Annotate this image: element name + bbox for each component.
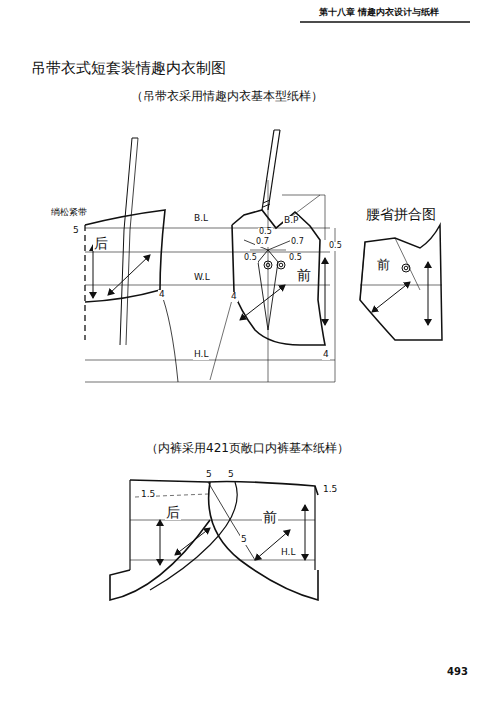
dimension: 0.7 — [255, 238, 270, 247]
heading: （内裤采用421页敞口内裤基本纸样） — [145, 442, 350, 455]
line-label: B.P — [283, 216, 299, 226]
line-label: H.L — [280, 548, 296, 558]
line-label: H.L — [193, 350, 209, 360]
heading: （吊带衣采用情趣内衣基本型纸样） — [130, 90, 324, 103]
piece-name: 前 — [296, 268, 312, 283]
page-title: 吊带衣式短套装情趣内衣制图 — [30, 60, 227, 77]
line-label: B.L — [193, 214, 209, 224]
heading: 腰省拼合图 — [365, 207, 437, 222]
dimension: 0.5 — [328, 242, 343, 251]
dimension: 0.5 — [243, 254, 258, 263]
dimension: 4 — [158, 290, 166, 300]
dimension: 5 — [240, 535, 248, 545]
dimension: 4 — [230, 292, 238, 302]
dimension: 1.5 — [322, 485, 338, 495]
piece-name: 后 — [93, 236, 109, 251]
dimension: 5 — [227, 470, 235, 480]
dimension: 5 — [72, 226, 80, 236]
dimension: 1.5 — [140, 490, 156, 500]
dimension: 0.5 — [288, 254, 303, 263]
line-label: W.L — [193, 273, 211, 283]
line-label: 绱松紧带 — [50, 208, 88, 218]
dimension: 0.5 — [258, 228, 273, 237]
line-label: 493 — [446, 666, 469, 677]
piece-name: 前 — [262, 510, 278, 525]
heading: 第十八章 情趣内衣设计与纸样 — [318, 8, 440, 18]
dimension: 4 — [322, 350, 330, 360]
dimension: 5 — [205, 470, 213, 480]
piece-name: 后 — [165, 505, 181, 520]
piece-name: 前 — [376, 258, 391, 272]
dimension: 0.7 — [290, 238, 305, 247]
